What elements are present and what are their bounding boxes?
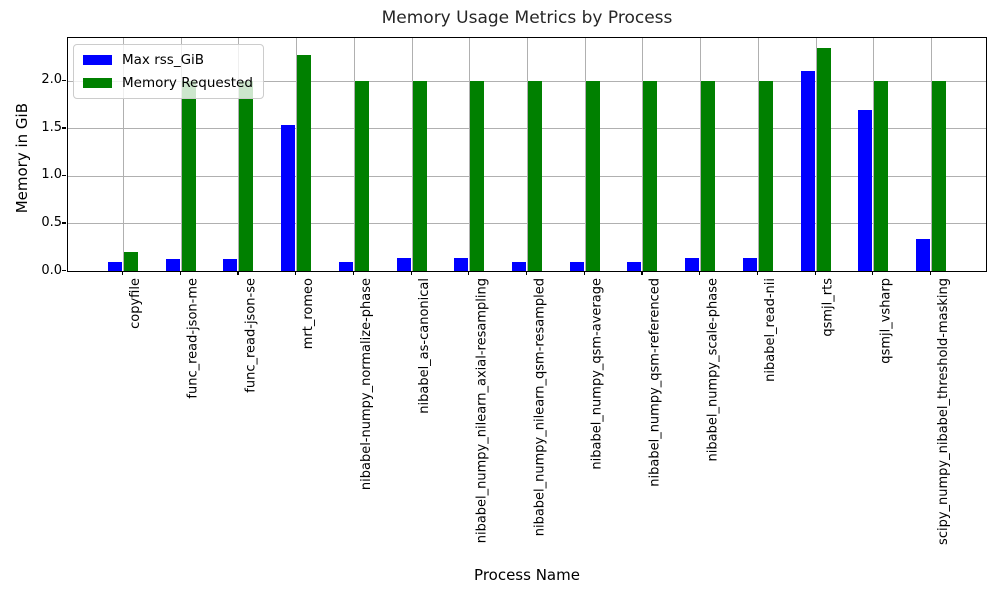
- x-gridline: [700, 38, 702, 271]
- x-gridline: [469, 38, 471, 271]
- x-gridline: [584, 38, 586, 271]
- y-tick-mark: [62, 127, 66, 129]
- x-tick-label: func_read-json-se: [243, 278, 259, 393]
- legend-item-max-rss: Max rss_GiB: [83, 52, 253, 68]
- y-tick-label: 1.5: [41, 119, 62, 135]
- x-gridline: [180, 38, 182, 271]
- y-tick-mark: [62, 174, 66, 177]
- x-tick-label: mrt_romeo: [301, 278, 317, 350]
- x-tick-label: copyfile: [128, 278, 143, 329]
- y-tick-mark: [62, 222, 66, 224]
- bar-max-rss: [108, 261, 122, 271]
- x-tick-mark: [237, 271, 239, 275]
- bar-memory-requested: [643, 80, 658, 271]
- x-tick-label: nibabel-numpy_normalize-phase: [358, 278, 374, 491]
- x-tick-mark: [756, 271, 758, 275]
- bar-memory-requested: [816, 47, 831, 271]
- x-gridline: [873, 38, 875, 271]
- bar-max-rss: [569, 261, 584, 271]
- x-gridline: [526, 38, 528, 271]
- bar-max-rss: [511, 261, 526, 271]
- x-gridline: [238, 38, 240, 271]
- bar-max-rss: [281, 124, 296, 271]
- x-tick-label: nibabel_numpy_nilearn_axial-resampling: [474, 278, 490, 544]
- x-tick-mark: [641, 271, 643, 275]
- bar-memory-requested: [874, 80, 889, 271]
- x-tick-mark: [699, 271, 701, 275]
- bar-memory-requested: [758, 80, 773, 271]
- legend-swatch-max-rss-icon: [83, 55, 112, 65]
- bar-memory-requested: [412, 80, 427, 271]
- bar-max-rss: [338, 261, 353, 271]
- x-gridline: [123, 38, 124, 271]
- bar-max-rss: [800, 71, 815, 271]
- x-axis-label: Process Name: [474, 566, 580, 584]
- x-tick-mark: [525, 271, 528, 275]
- x-tick-mark: [468, 271, 470, 275]
- plot-area: Max rss_GiB Memory Requested: [67, 37, 987, 272]
- y-tick-mark: [62, 270, 66, 272]
- y-tick-label: 1.0: [41, 167, 62, 183]
- x-gridline: [411, 38, 413, 271]
- x-gridline: [757, 38, 759, 271]
- bar-max-rss: [223, 258, 238, 271]
- x-gridline: [296, 38, 298, 271]
- bar-max-rss: [627, 261, 642, 271]
- bar-memory-requested: [585, 80, 600, 271]
- x-tick-label: nibabel_as-canonical: [416, 278, 432, 414]
- bar-memory-requested: [181, 80, 196, 271]
- bar-memory-requested: [124, 251, 138, 271]
- bar-max-rss: [685, 257, 700, 271]
- legend-item-memory-requested: Memory Requested: [83, 75, 253, 91]
- bar-max-rss: [396, 257, 411, 271]
- x-tick-mark: [583, 271, 585, 275]
- bar-max-rss: [165, 258, 180, 271]
- x-gridline: [353, 38, 355, 271]
- x-tick-mark: [410, 271, 412, 275]
- x-tick-mark: [179, 271, 181, 275]
- x-tick-label: func_read-json-me: [185, 278, 201, 399]
- x-tick-label: nibabel_numpy_nilearn_qsm-resampled: [531, 278, 547, 537]
- x-tick-label: nibabel_read-nii: [762, 278, 778, 382]
- x-tick-label: nibabel_numpy_scale-phase: [705, 278, 721, 462]
- legend: Max rss_GiB Memory Requested: [73, 44, 264, 99]
- x-tick-label: qsmjl_vsharp: [878, 278, 894, 364]
- bar-memory-requested: [354, 80, 369, 271]
- bar-max-rss: [742, 257, 757, 271]
- x-gridline: [642, 38, 644, 271]
- x-tick-label: qsmjl_rts: [820, 278, 836, 337]
- y-tick-label: 2.0: [41, 72, 62, 88]
- bar-max-rss: [858, 110, 873, 271]
- x-tick-mark: [929, 271, 932, 275]
- bar-memory-requested: [470, 80, 485, 271]
- legend-label-memory-requested: Memory Requested: [122, 75, 253, 91]
- y-tick-label: 0.5: [41, 214, 62, 230]
- bar-memory-requested: [239, 80, 254, 271]
- legend-label-max-rss: Max rss_GiB: [122, 52, 205, 68]
- legend-swatch-memory-requested-icon: [83, 78, 112, 88]
- bar-max-rss: [915, 238, 930, 271]
- x-gridline: [815, 38, 817, 271]
- bar-memory-requested: [297, 55, 312, 271]
- x-tick-mark: [814, 271, 816, 275]
- bar-memory-requested: [527, 80, 542, 271]
- bar-max-rss: [454, 257, 469, 271]
- x-gridline: [930, 38, 932, 271]
- bar-memory-requested: [931, 80, 946, 271]
- x-tick-mark: [872, 271, 874, 275]
- x-tick-label: scipy_numpy_nibabel_threshold-masking: [935, 278, 951, 545]
- x-tick-mark: [352, 271, 355, 275]
- x-tick-label: nibabel_numpy_qsm-average: [589, 278, 605, 470]
- bar-memory-requested: [701, 80, 716, 271]
- x-tick-label: nibabel_numpy_qsm-referenced: [647, 278, 663, 487]
- x-tick-mark: [122, 271, 124, 275]
- chart-title: Memory Usage Metrics by Process: [381, 8, 673, 28]
- x-tick-mark: [295, 271, 297, 275]
- y-tick-mark: [62, 79, 66, 81]
- y-tick-label: 0.0: [41, 262, 62, 278]
